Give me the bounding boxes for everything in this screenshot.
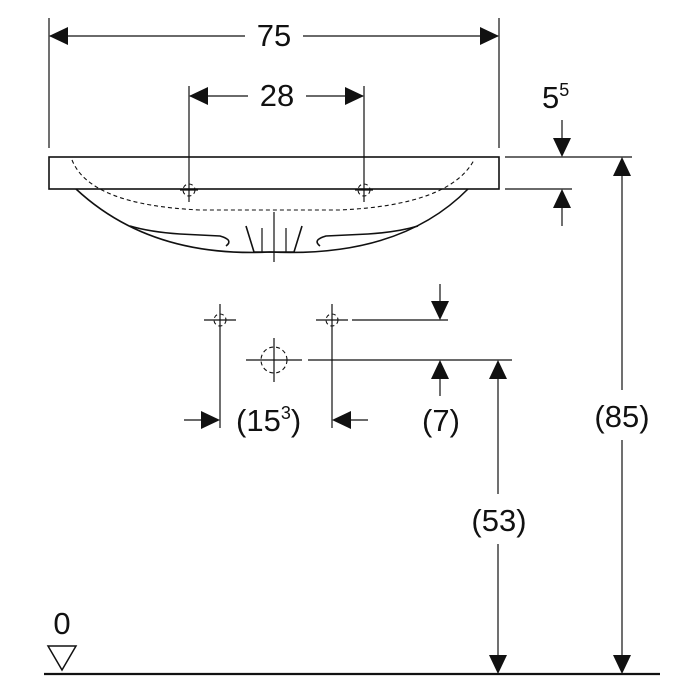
waste-height-dimension: (53) [471,360,527,674]
arrow-right-icon [201,411,220,429]
floor-level-label: 0 [53,606,70,641]
arrow-up-icon [431,360,449,379]
overall-width-label: 75 [257,18,291,53]
arrow-left-icon [332,411,351,429]
waste-height-label: (53) [471,503,526,538]
washbasin-body [48,86,500,262]
rim-thickness-label: 55 [542,80,569,115]
tap-spacing-dimension: 28 [189,78,364,113]
overall-width-dimension: 75 [48,18,500,148]
supply-spacing-label: (153) [236,403,301,438]
floor-level-marker: 0 [44,606,660,676]
arrow-up-icon [553,189,571,208]
arrow-down-icon [489,655,507,674]
arrow-down-icon [553,138,571,157]
tap-spacing-label: 28 [260,78,294,113]
arrow-down-icon [431,301,449,320]
total-height-dimension: (85) [594,157,650,674]
supply-spacing-dimension: (153) [184,403,368,438]
arrow-up-icon [613,157,631,176]
total-height-label: (85) [594,399,649,434]
supply-drop-label: (7) [422,403,460,438]
arrow-up-icon [489,360,507,379]
arrow-left-icon [49,27,68,45]
arrow-down-icon [613,655,631,674]
supply-drop-dimension: (7) [422,284,460,438]
level-triangle-icon [46,645,78,672]
connection-markers [204,304,512,428]
arrow-left-icon [189,87,208,105]
arrow-right-icon [345,87,364,105]
rim-thickness-dimension: 55 [505,80,632,226]
arrow-right-icon [480,27,499,45]
